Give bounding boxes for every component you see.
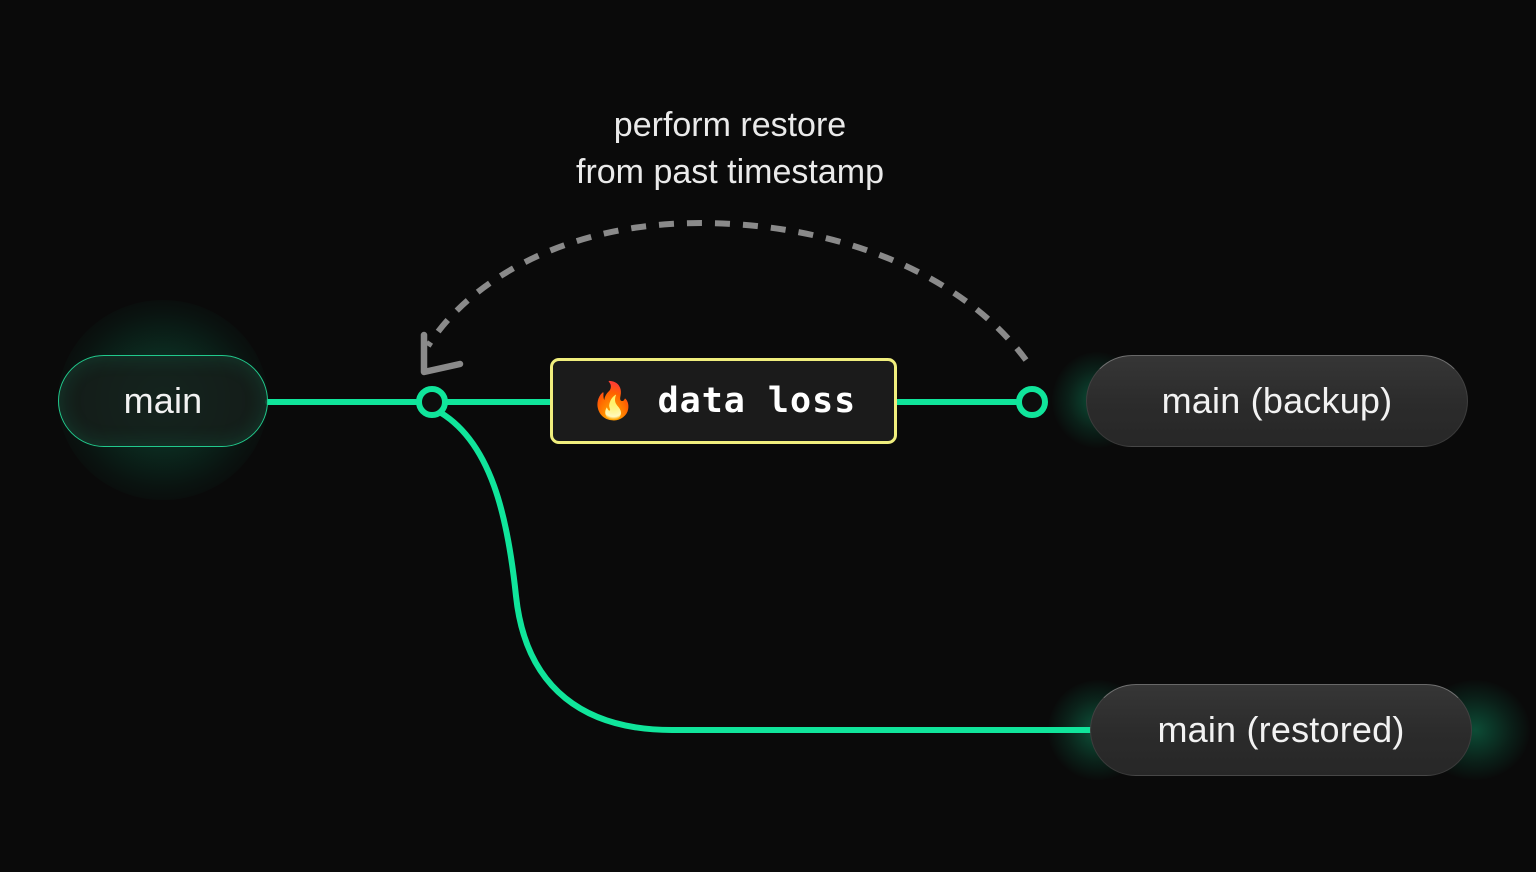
caption-line-1: perform restore [613, 106, 847, 144]
node-main-restored[interactable]: main (restored) [1090, 684, 1472, 776]
backup-point-node[interactable] [1016, 386, 1048, 418]
node-data-loss-label: data loss [657, 381, 857, 421]
node-main-backup[interactable]: main (backup) [1086, 355, 1468, 447]
node-main-restored-label: main (restored) [1157, 709, 1405, 750]
node-data-loss[interactable]: 🔥 data loss [550, 358, 897, 444]
node-main[interactable]: main [58, 355, 268, 447]
node-main-backup-label: main (backup) [1161, 380, 1393, 421]
restore-arrow-head [420, 331, 464, 376]
wire-branch-to-restored [433, 407, 1097, 733]
restore-arrow-arc [425, 220, 1029, 362]
caption-line-2: from past timestamp [576, 152, 884, 191]
fire-emoji: 🔥 [590, 380, 636, 421]
restore-caption: perform restore from past timestamp [430, 102, 1030, 196]
node-main-label: main [123, 380, 203, 421]
branch-point-node[interactable] [416, 386, 448, 418]
